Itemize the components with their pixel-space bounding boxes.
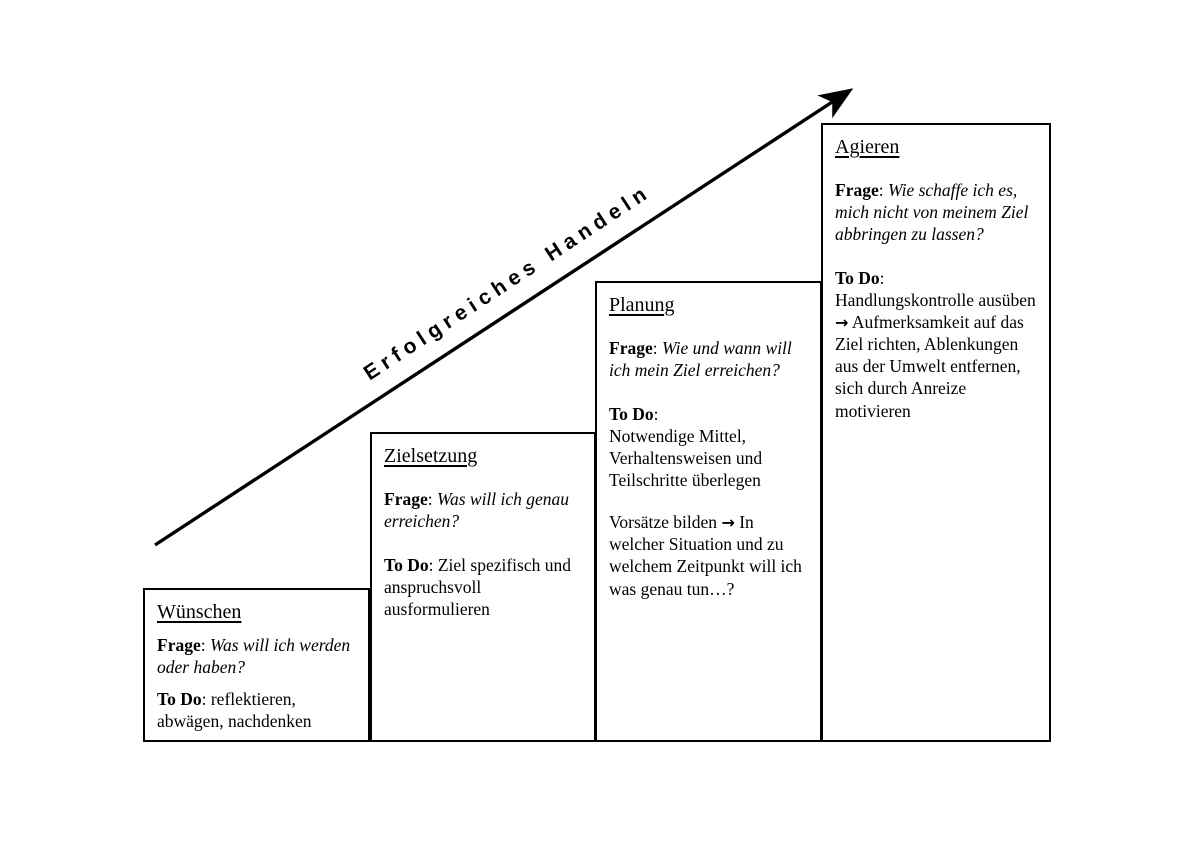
spacer — [609, 491, 808, 511]
frage-label: Frage — [609, 338, 653, 358]
stage-frage-wuenschen: Frage: Was will ich werden oder haben? — [157, 634, 356, 678]
vorsaetze-text-before: Vorsätze bilden — [609, 512, 722, 533]
stage-todo-zielsetzung: To Do: Ziel spezifisch und anspruchsvoll… — [384, 554, 582, 620]
todo-text-after: Aufmerksamkeit auf das Ziel richten, Abl… — [835, 312, 1024, 421]
stage-title-zielsetzung: Zielsetzung — [384, 445, 478, 467]
spacer — [835, 161, 1037, 179]
todo-separator: : — [201, 689, 211, 710]
spacer — [157, 626, 356, 634]
spacer — [609, 381, 808, 403]
rightwards-arrow-icon: → — [835, 313, 849, 333]
stage-todo-wuenschen: To Do: reflektieren, abwägen, nachdenken — [157, 688, 356, 732]
todo-text: Ziel spezifisch und anspruchsvoll ausfor… — [384, 555, 571, 620]
frage-label: Frage — [384, 489, 428, 509]
stage-vorsaetze-planung: Vorsätze bilden → In welcher Situation u… — [609, 511, 808, 599]
todo-text: reflektieren, abwägen, nachdenken — [157, 689, 312, 732]
vorsaetze-text-after: In welcher Situation und zu welchem Zeit… — [609, 512, 802, 599]
stage-title-planung: Planung — [609, 294, 675, 316]
todo-separator: : — [879, 268, 885, 289]
spacer — [384, 532, 582, 554]
todo-text: Notwendige Mittel, Verhaltensweisen und … — [609, 426, 763, 491]
todo-label: To Do — [609, 404, 654, 425]
frage-separator: : — [878, 180, 888, 200]
frage-separator: : — [427, 489, 437, 509]
stage-todo-agieren: To Do:Handlungskontrolle ausüben → Aufme… — [835, 267, 1037, 421]
frage-label: Frage — [835, 180, 879, 200]
spacer — [835, 245, 1037, 267]
todo-label: To Do — [384, 555, 429, 576]
stage-title-wuenschen: Wünschen — [157, 601, 242, 623]
frage-text: Wie schaffe ich es, mich nicht von meine… — [835, 180, 1029, 245]
todo-separator: : — [653, 404, 659, 425]
stage-title-agieren: Agieren — [835, 136, 900, 158]
rightwards-arrow-icon: → — [721, 513, 735, 533]
stage-box-agieren[interactable]: Agieren Frage: Wie schaffe ich es, mich … — [821, 123, 1051, 742]
frage-separator: : — [652, 338, 662, 358]
stage-frage-planung: Frage: Wie und wann will ich mein Ziel e… — [609, 337, 808, 381]
stage-box-wuenschen[interactable]: Wünschen Frage: Was will ich werden oder… — [143, 588, 370, 742]
spacer — [384, 470, 582, 488]
todo-label: To Do — [157, 689, 202, 710]
stage-box-zielsetzung[interactable]: Zielsetzung Frage: Was will ich genau er… — [370, 432, 596, 742]
frage-label: Frage — [157, 635, 201, 655]
todo-separator: : — [428, 555, 438, 576]
stage-box-planung[interactable]: Planung Frage: Wie und wann will ich mei… — [595, 281, 822, 742]
stage-frage-agieren: Frage: Wie schaffe ich es, mich nicht vo… — [835, 179, 1037, 245]
stage-todo-planung: To Do:Notwendige Mittel, Verhaltensweise… — [609, 403, 808, 491]
frage-text: Was will ich werden oder haben? — [157, 635, 351, 678]
todo-text-before: Handlungskontrolle ausüben — [835, 290, 1036, 311]
spacer — [157, 678, 356, 688]
spacer — [609, 319, 808, 337]
todo-label: To Do — [835, 268, 880, 289]
frage-text: Was will ich genau erreichen? — [384, 489, 570, 532]
frage-separator: : — [200, 635, 210, 655]
stage-frage-zielsetzung: Frage: Was will ich genau erreichen? — [384, 488, 582, 532]
frage-text: Wie und wann will ich mein Ziel erreiche… — [609, 338, 792, 381]
